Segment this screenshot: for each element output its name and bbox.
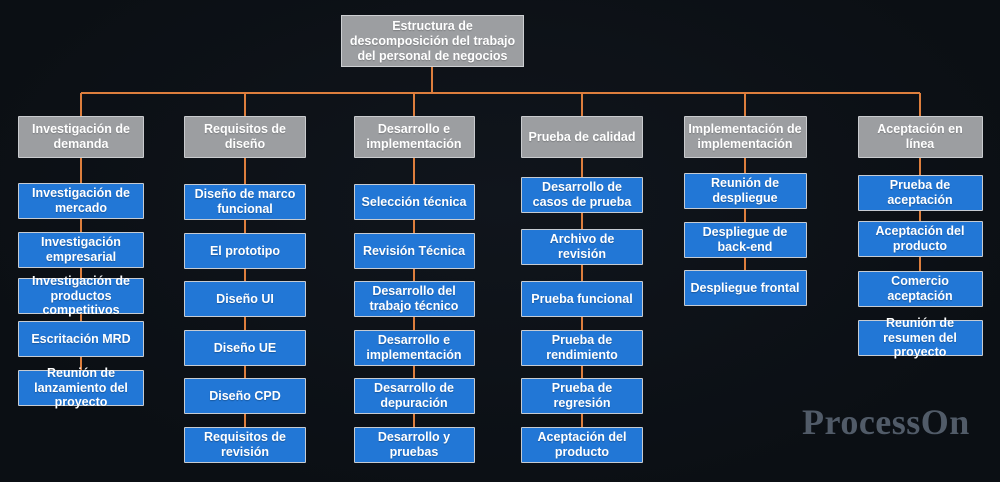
wbs-column-header[interactable]: Implementación de implementación [683, 116, 807, 158]
wbs-column-header[interactable]: Prueba de calidad [521, 116, 643, 158]
wbs-node[interactable]: Despliegue de back-end [683, 222, 807, 258]
wbs-node[interactable]: El prototipo [184, 233, 306, 269]
wbs-node[interactable]: Escritación MRD [18, 321, 144, 357]
wbs-node[interactable]: Revisión Técnica [353, 233, 475, 269]
wbs-node[interactable]: Investigación de productos competitivos [18, 274, 144, 317]
wbs-node[interactable]: Prueba de regresión [521, 378, 643, 414]
wbs-node[interactable]: Prueba funcional [521, 281, 643, 317]
wbs-node[interactable]: Desarrollo y pruebas [353, 427, 475, 463]
wbs-node[interactable]: Comercio aceptación [857, 271, 983, 307]
wbs-node[interactable]: Aceptación del producto [521, 427, 643, 463]
wbs-node[interactable]: Desarrollo e implementación [353, 330, 475, 366]
wbs-node[interactable]: Requisitos de revisión [184, 427, 306, 463]
wbs-node[interactable]: Selección técnica [353, 184, 475, 220]
wbs-column-header[interactable]: Aceptación en línea [857, 116, 983, 158]
wbs-node[interactable]: Diseño de marco funcional [184, 184, 306, 220]
wbs-node[interactable]: Diseño UE [184, 330, 306, 366]
wbs-node[interactable]: Despliegue frontal [683, 270, 807, 306]
wbs-node[interactable]: Prueba de rendimiento [521, 330, 643, 366]
wbs-node[interactable]: Investigación empresarial [18, 232, 144, 268]
wbs-root-node[interactable]: Estructura de descomposición del trabajo… [341, 15, 524, 67]
wbs-node[interactable]: Archivo de revisión [521, 229, 643, 265]
processon-watermark: ProcessOn [802, 402, 970, 442]
wbs-node[interactable]: Aceptación del producto [857, 221, 983, 257]
wbs-node[interactable]: Investigación de mercado [18, 183, 144, 219]
wbs-node[interactable]: Diseño CPD [184, 378, 306, 414]
wbs-column-header[interactable]: Investigación de demanda [18, 116, 144, 158]
wbs-node[interactable]: Prueba de aceptación [857, 175, 983, 211]
wbs-node[interactable]: Desarrollo de casos de prueba [521, 177, 643, 213]
wbs-node[interactable]: Reunión de resumen del proyecto [857, 316, 983, 359]
wbs-node[interactable]: Diseño UI [184, 281, 306, 317]
wbs-node[interactable]: Desarrollo del trabajo técnico [353, 281, 475, 317]
wbs-node[interactable]: Desarrollo de depuración [353, 378, 475, 414]
wbs-column-header[interactable]: Desarrollo e implementación [353, 116, 475, 158]
wbs-column-header[interactable]: Requisitos de diseño [184, 116, 306, 158]
wbs-node[interactable]: Reunión de lanzamiento del proyecto [18, 366, 144, 409]
wbs-node[interactable]: Reunión de despliegue [683, 173, 807, 209]
